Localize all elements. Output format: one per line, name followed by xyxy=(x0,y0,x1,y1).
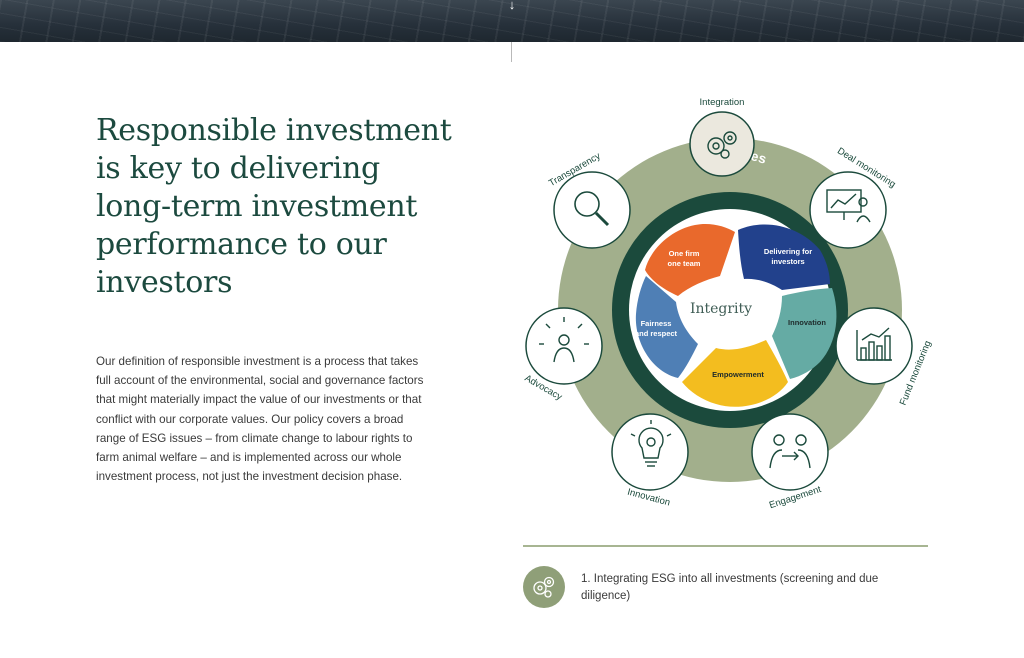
lightbulb-gear-icon xyxy=(630,420,672,467)
intro-paragraph: Our definition of responsible investment… xyxy=(96,355,424,484)
value-label-delivering-line2: investors xyxy=(771,257,804,266)
footnote-text: 1. Integrating ESG into all investments … xyxy=(581,573,879,602)
value-petal-innovation xyxy=(772,288,837,379)
values-diagram: Our Values One firm one team Delivering … xyxy=(523,97,934,510)
step-fund-monitoring[interactable] xyxy=(835,307,913,385)
step-engagement[interactable] xyxy=(751,413,829,491)
center-value-label: Integrity xyxy=(690,301,752,317)
value-label-fairness-line2: and respect xyxy=(635,329,678,338)
footnote-badge xyxy=(523,566,565,608)
page-title: Responsible investment is key to deliver… xyxy=(96,113,452,300)
section-divider xyxy=(523,545,928,547)
step-label-integration: Integration xyxy=(700,97,745,108)
value-label-innovation: Innovation xyxy=(788,318,826,327)
people-exchange-icon xyxy=(769,434,811,469)
value-label-one-firm-line1: One firm xyxy=(669,249,700,258)
scroll-down-icon[interactable]: ↓ xyxy=(508,0,516,12)
gears-icon xyxy=(707,131,737,159)
gears-icon xyxy=(533,576,555,598)
step-deal-monitoring[interactable] xyxy=(809,171,887,249)
value-label-delivering-line1: Delivering for xyxy=(764,247,812,256)
scroll-indicator-line xyxy=(511,42,512,62)
step-innovation[interactable] xyxy=(611,413,689,491)
magnifier-icon xyxy=(574,191,610,227)
value-petal-delivering xyxy=(738,224,830,290)
value-petal-empowerment xyxy=(682,340,788,407)
hero-image-strip xyxy=(0,0,1024,42)
bar-chart-icon xyxy=(856,327,892,361)
value-petals xyxy=(635,223,837,407)
value-label-fairness-line1: Fairness xyxy=(641,319,672,328)
step-transparency[interactable] xyxy=(553,171,631,249)
value-petal-fairness xyxy=(635,276,698,378)
value-label-one-firm-line2: one team xyxy=(668,259,701,268)
step-advocacy[interactable] xyxy=(525,307,603,385)
step-integration[interactable] xyxy=(689,111,755,177)
person-radiating-icon xyxy=(539,317,589,363)
presentation-chart-icon xyxy=(826,189,871,223)
value-petal-one-firm xyxy=(645,223,735,296)
value-label-empowerment: Empowerment xyxy=(712,370,764,379)
